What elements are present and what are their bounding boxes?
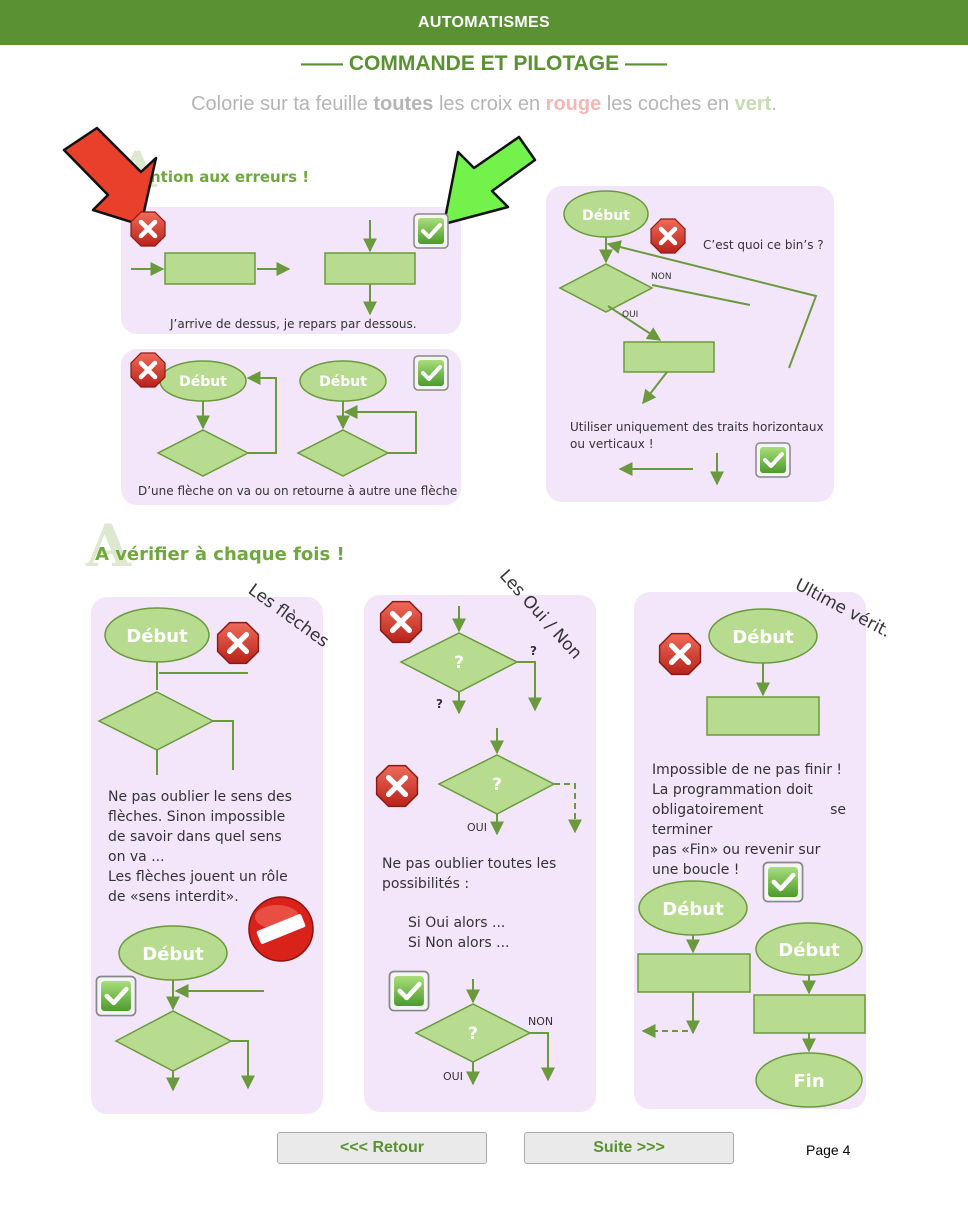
panel3-text-line1: Utiliser uniquement des traits horizonta…: [570, 420, 824, 434]
col1-line: Les flèches jouent un rôle: [108, 869, 288, 885]
col1-line: de savoir dans quel sens: [108, 829, 282, 845]
header-bar: AUTOMATISMES: [0, 0, 968, 45]
instruction-text: Colorie sur ta feuille toutes les croix …: [0, 93, 968, 116]
col1-line: flèches. Sinon impossible: [108, 809, 286, 825]
col1-text: Ne pas oublier le sens des flèches. Sino…: [108, 787, 302, 907]
panel1-caption: J’arrive de dessus, je repars par dessou…: [170, 317, 417, 331]
col3-line: obligatoirement se terminer: [652, 802, 846, 838]
instruction-part: les croix en: [433, 93, 546, 115]
instruction-part: .: [771, 93, 777, 115]
panel-arrow-junction: [121, 349, 461, 505]
green-pointer-arrow-icon: [442, 135, 537, 226]
section2-letter: A: [86, 512, 132, 580]
page-number: Page 4: [806, 1142, 851, 1158]
instruction-emph: toutes: [373, 93, 434, 115]
panel3-text-line2: ou verticaux !: [570, 437, 654, 451]
col3-line: pas «Fin» ou revenir sur: [652, 842, 821, 858]
back-button[interactable]: <<< Retour: [277, 1132, 487, 1164]
next-button[interactable]: Suite >>>: [524, 1132, 734, 1164]
section2-heading: A vérifier à chaque fois !: [95, 544, 345, 565]
col2-line: Ne pas oublier toutes les: [382, 856, 557, 872]
page-subtitle: —— COMMANDE ET PILOTAGE ——: [301, 52, 667, 75]
col1-line: Ne pas oublier le sens des: [108, 789, 292, 805]
section1-heading: ntion aux erreurs !: [150, 168, 310, 186]
col2-list-item: Si Oui alors ...: [408, 915, 506, 931]
col3-line: une boucle !: [652, 862, 740, 878]
col2-line: possibilités :: [382, 876, 470, 892]
col1-line: de «sens interdit».: [108, 889, 239, 905]
col2-list: Si Oui alors ... Si Non alors ...: [408, 913, 509, 953]
col1-line: on va ...: [108, 849, 165, 865]
col3-line: Impossible de ne pas finir !: [652, 762, 843, 778]
col3-line: La programmation doit: [652, 782, 813, 798]
col2-list-item: Si Non alors ...: [408, 935, 510, 951]
col3-text: Impossible de ne pas finir ! La programm…: [652, 760, 846, 880]
instruction-part: les coches en: [601, 93, 735, 115]
panel2-caption: D’une flèche on va ou on retourne à autr…: [138, 484, 458, 498]
instruction-red-word: rouge: [545, 93, 602, 115]
panel3-question: C’est quoi ce bin’s ?: [703, 238, 824, 252]
header-title: AUTOMATISMES: [418, 13, 550, 31]
panel-vertical-flow: [121, 207, 461, 334]
col2-text: Ne pas oublier toutes les possibilités :: [382, 854, 578, 894]
panel-straight-lines: [546, 186, 834, 502]
instruction-part: Colorie sur ta feuille: [191, 93, 374, 115]
instruction-green-word: vert: [734, 93, 772, 115]
